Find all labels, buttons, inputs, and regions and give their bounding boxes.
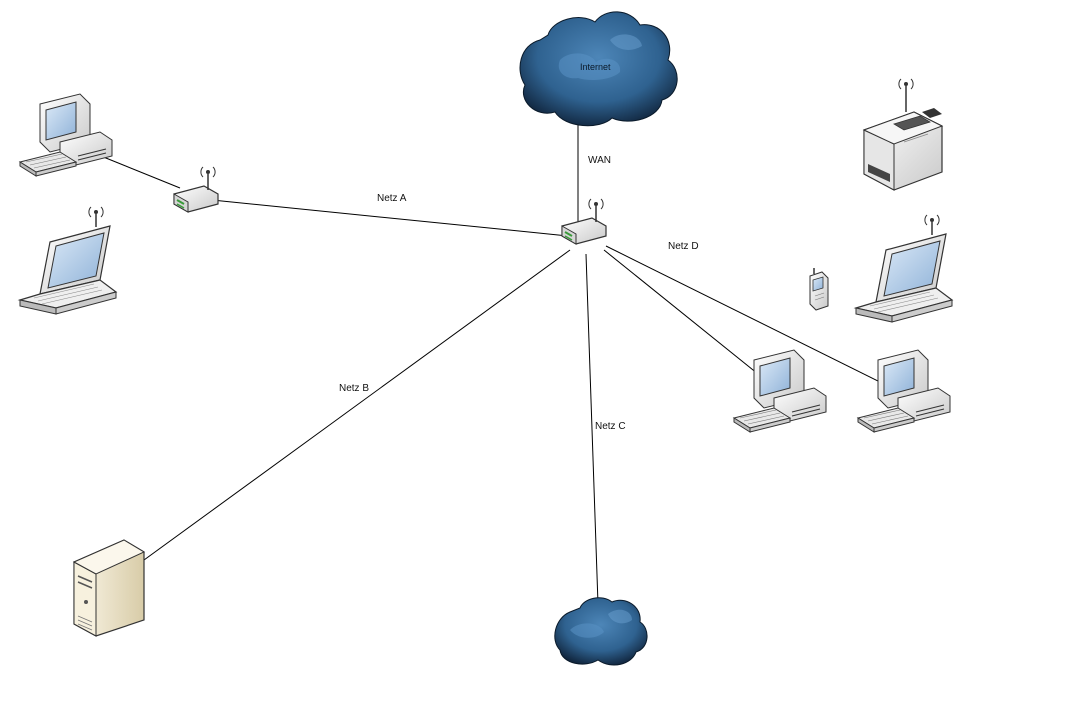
server-icon <box>72 539 146 637</box>
netz-c-label: Netz C <box>595 421 626 432</box>
wan-label: WAN <box>588 155 611 166</box>
laptop-a-icon <box>19 206 117 315</box>
desktop-pc-d2-icon <box>857 349 951 433</box>
netz-c-line <box>585 253 599 605</box>
netz-d-line-1 <box>603 249 769 383</box>
netz-a-line <box>211 199 569 237</box>
internet-label: Internet <box>580 62 611 72</box>
netz-b-label: Netz B <box>339 383 369 394</box>
pc-to-router-a-line <box>95 153 181 189</box>
laptop-d-icon <box>855 214 953 323</box>
router-a-icon <box>173 166 219 213</box>
desktop-pc-d1-icon <box>733 349 827 433</box>
central-router-icon <box>561 198 607 245</box>
netz-b-line <box>143 249 571 561</box>
netz-a-label: Netz A <box>377 193 407 204</box>
netz-d-line-2 <box>605 245 889 387</box>
connection-lines <box>95 125 889 605</box>
desktop-pc-a-icon <box>19 93 113 177</box>
mobile-phone-icon <box>809 268 829 311</box>
printer-icon <box>862 78 944 191</box>
cloud-bottom <box>554 597 648 666</box>
netz-d-label: Netz D <box>668 241 699 252</box>
internet-cloud: Internet <box>519 11 678 127</box>
